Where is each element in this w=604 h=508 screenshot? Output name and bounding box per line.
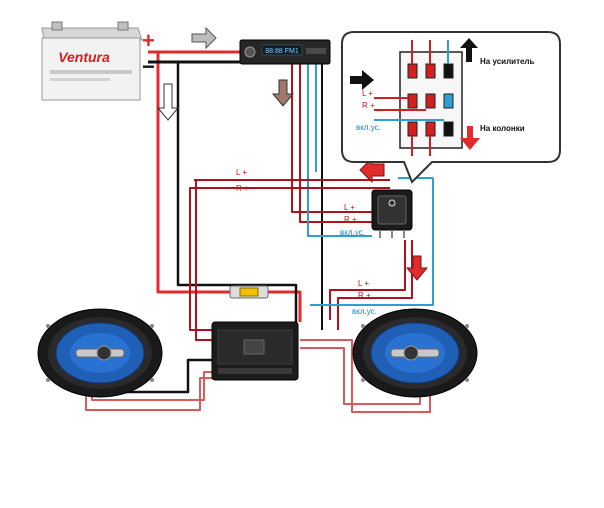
left-speaker-screw-3 xyxy=(46,378,50,382)
amp-out-remote-label: вкл.ус. xyxy=(352,307,377,316)
flow-arrows xyxy=(156,26,429,281)
right-speaker-tweeter xyxy=(403,345,419,361)
pin-top-left xyxy=(407,63,418,79)
to-amplifier-label: На усилитель xyxy=(480,57,535,66)
head-unit: 88:88 FM1 xyxy=(239,39,331,65)
pin-mid-left xyxy=(407,93,418,109)
amp-in-left-label: L + xyxy=(236,168,247,177)
power-wire-red-amp xyxy=(268,290,302,322)
battery-top xyxy=(41,27,143,41)
zoom-remote-label: вкл.ус. xyxy=(356,123,381,132)
battery-label-stripe xyxy=(50,70,132,74)
arrow-down-red-icon xyxy=(405,255,429,281)
pin-top-mid xyxy=(425,63,436,79)
battery-label-stripe-2 xyxy=(50,78,110,81)
arrow-right-icon xyxy=(191,26,217,50)
arrow-left-red-icon xyxy=(359,156,385,184)
pin-top-right xyxy=(443,63,454,79)
arrow-up-icon xyxy=(460,38,478,62)
right-rca-wire xyxy=(299,64,372,223)
amp-out-left-label: L + xyxy=(358,279,369,288)
battery-brand: Ventura xyxy=(58,49,110,65)
pin-bot-mid xyxy=(425,121,436,137)
pin-mid-mid xyxy=(425,93,436,109)
pin-mid-right xyxy=(443,93,454,109)
switch-zoom-callout: На усилитель На колонки L + R + вкл.ус. xyxy=(341,31,561,184)
switch-power-icon xyxy=(388,199,396,207)
pin-bot-left xyxy=(407,121,418,137)
battery-terminal-minus xyxy=(51,21,63,31)
fuse-element xyxy=(239,287,259,297)
left-speaker-screw-2 xyxy=(150,324,154,328)
battery-terminal-plus xyxy=(117,21,129,31)
amp-in-right-label: R + xyxy=(236,184,249,193)
ground-wire-amp xyxy=(96,358,212,394)
amplifier xyxy=(211,321,299,381)
remote-out-blue xyxy=(310,178,434,306)
arrow-down-brown-icon xyxy=(271,79,295,107)
head-unit-knob xyxy=(244,46,256,58)
battery-plus-sign: + xyxy=(142,28,155,53)
battery-minus-sign: − xyxy=(142,54,155,79)
left-speaker xyxy=(37,308,163,398)
battery-body xyxy=(41,37,141,101)
amp-terminals xyxy=(218,368,292,374)
remote-wire-blue xyxy=(307,64,372,237)
to-speakers-label: На колонки xyxy=(480,124,525,133)
ground-wire-black-down xyxy=(176,62,298,322)
switch-remote-label: вкл.ус. xyxy=(340,228,365,237)
right-speaker-screw-4 xyxy=(465,378,469,382)
zoom-left-label: L + xyxy=(362,89,373,98)
switch-left-label: L + xyxy=(344,203,355,212)
amp-out-right-1 xyxy=(300,339,431,413)
amp-in-right-down xyxy=(195,180,212,341)
pin-bot-right xyxy=(443,121,454,137)
switch-rocker xyxy=(377,195,407,225)
arrow-in-icon xyxy=(350,70,374,90)
left-speaker-screw-4 xyxy=(150,378,154,382)
amp-out-left-2 xyxy=(85,377,212,411)
head-unit-buttons xyxy=(306,48,326,54)
right-speaker-screw-2 xyxy=(465,324,469,328)
wires xyxy=(85,50,434,413)
left-rca-wire xyxy=(291,64,372,213)
switch-right-label: R + xyxy=(344,215,357,224)
arrow-down-speakers-icon xyxy=(460,126,480,150)
amp-in-left xyxy=(189,187,390,331)
left-speaker-screw-1 xyxy=(46,324,50,328)
fuse-holder xyxy=(229,285,269,299)
rocker-switch xyxy=(371,189,413,238)
right-speaker-screw-3 xyxy=(361,378,365,382)
amp-logo xyxy=(243,339,265,355)
zoom-right-label: R + xyxy=(362,101,375,110)
head-unit-display-text: 88:88 FM1 xyxy=(265,48,299,55)
battery: Ventura + − xyxy=(41,21,155,101)
amp-out-right-label: R + xyxy=(358,291,371,300)
arrow-down-icon xyxy=(156,83,180,121)
left-speaker-tweeter xyxy=(96,345,112,361)
head-unit-display xyxy=(261,44,303,56)
right-speaker xyxy=(352,308,478,398)
right-speaker-screw-1 xyxy=(361,324,365,328)
power-wire-red-down xyxy=(156,52,230,294)
